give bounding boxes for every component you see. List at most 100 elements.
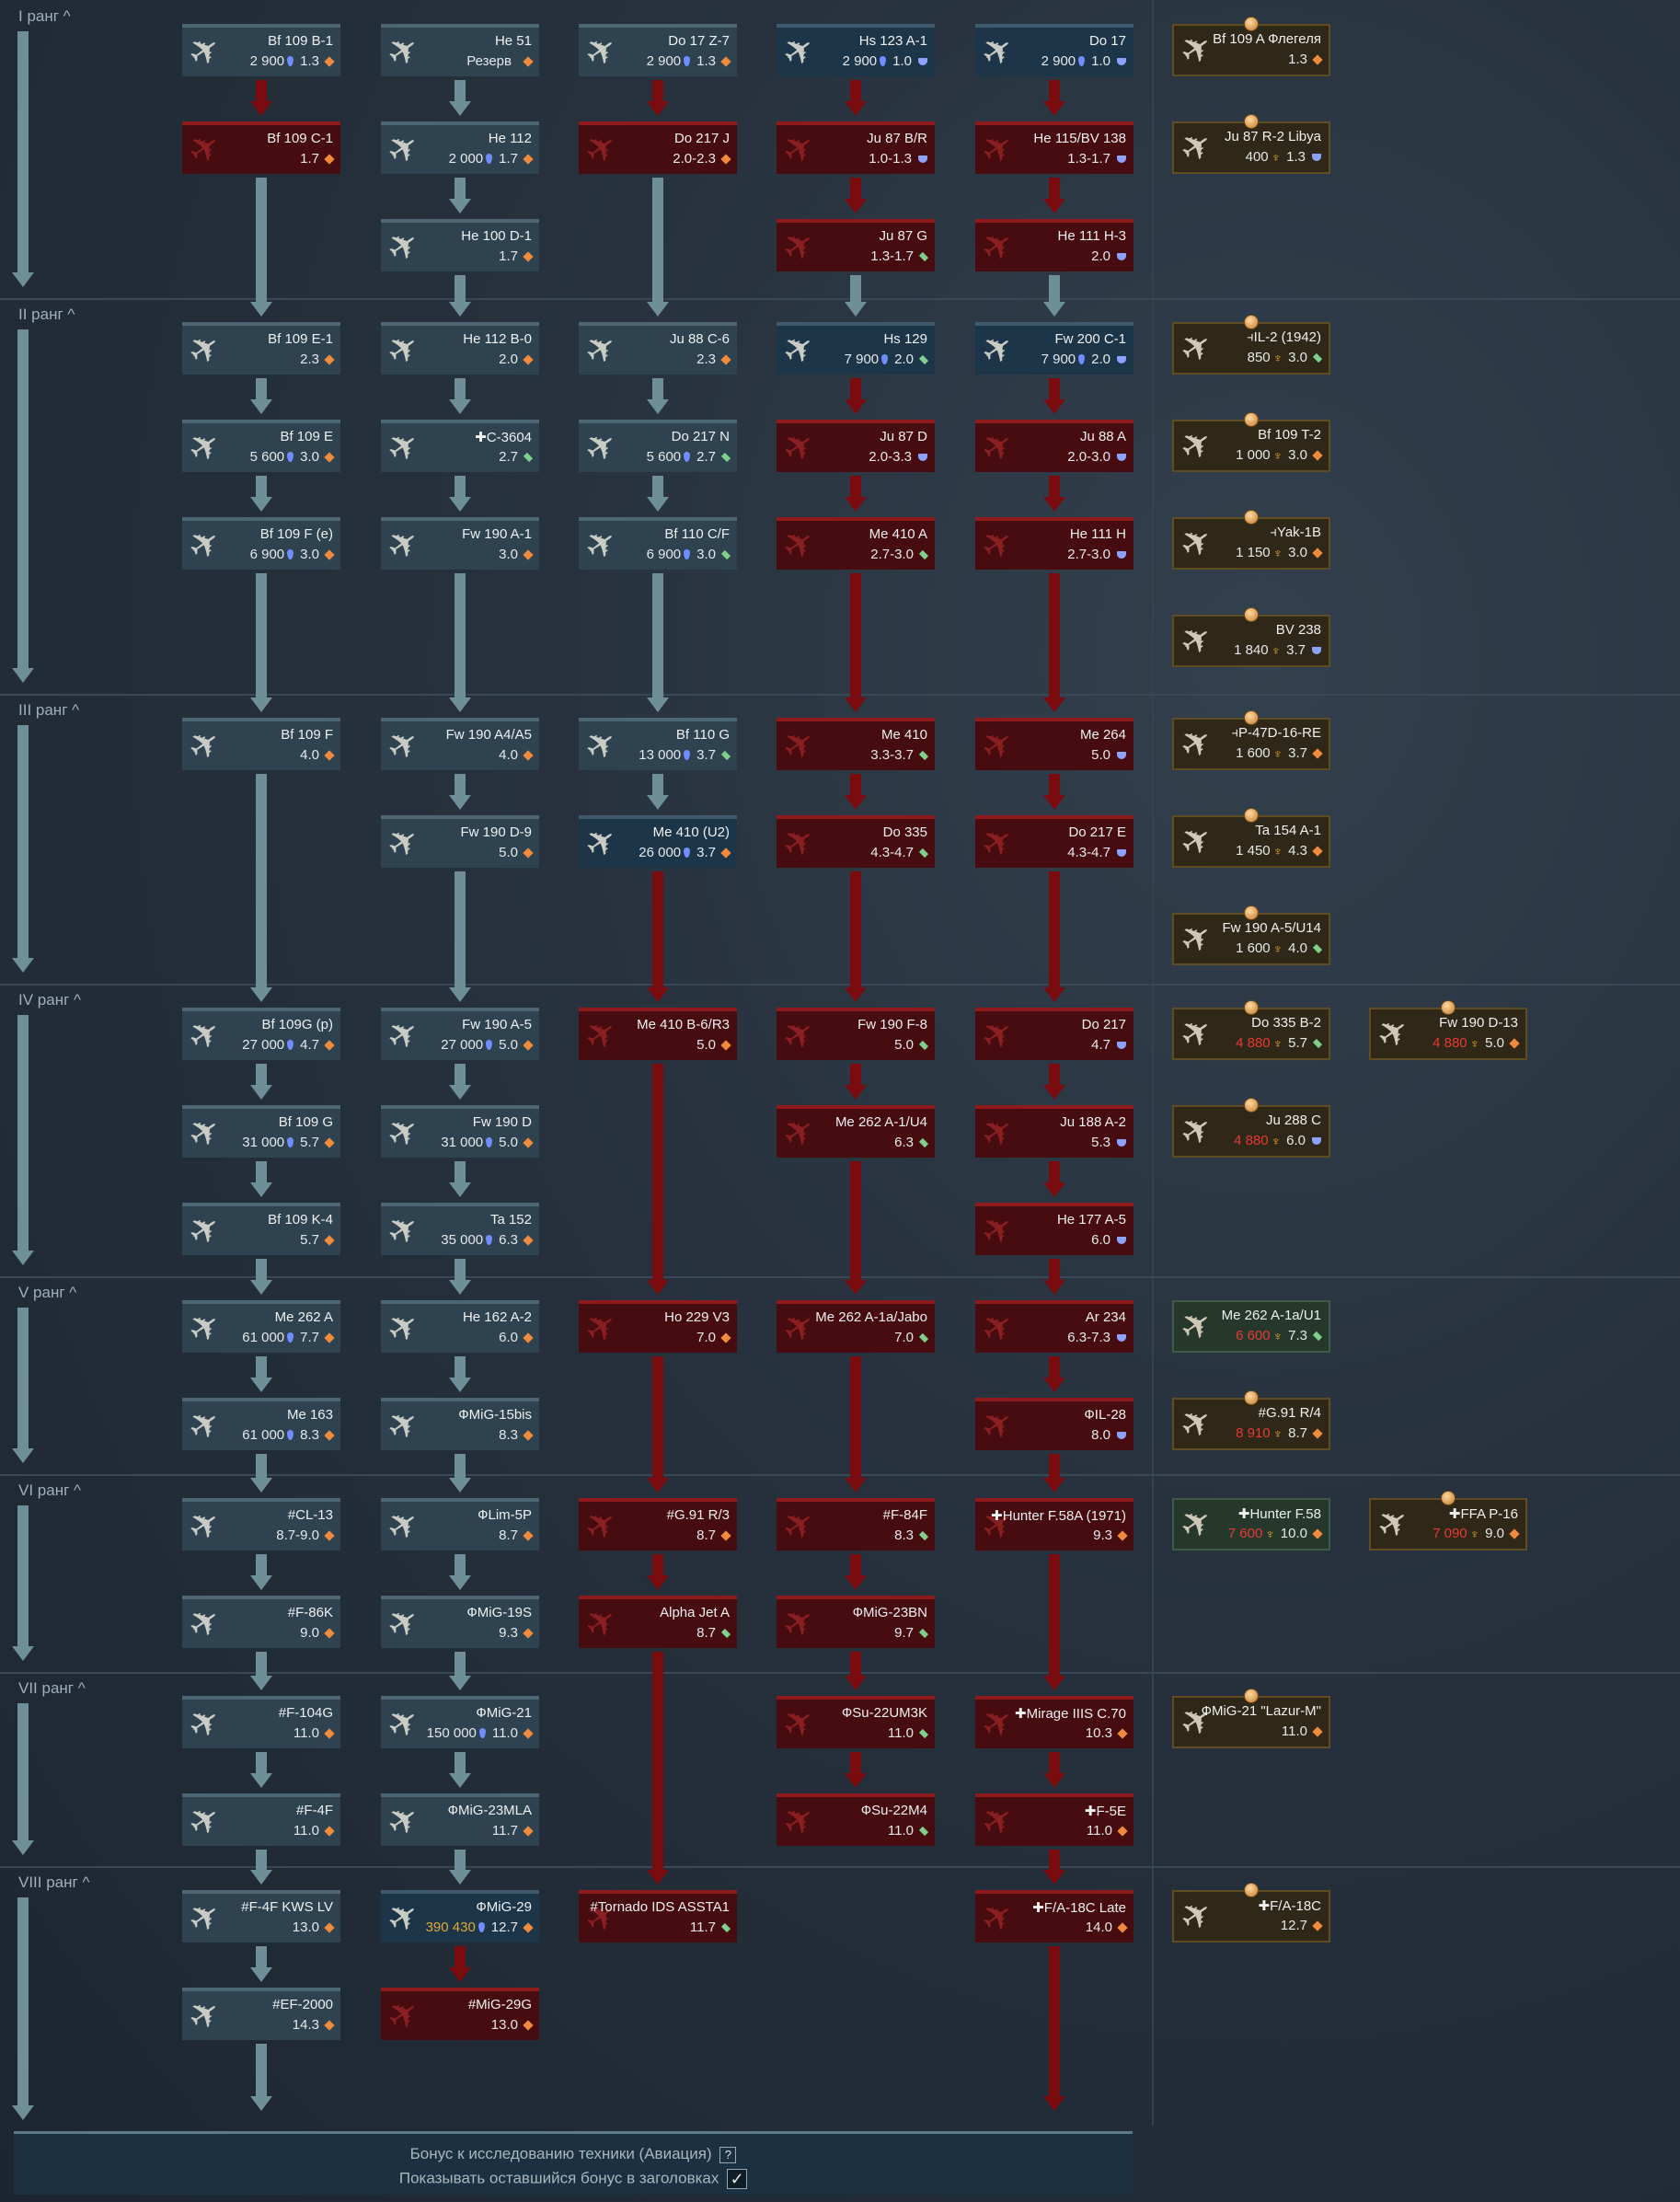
rank-label[interactable]: VIII ранг ^ bbox=[18, 1873, 90, 1891]
rank-label[interactable]: V ранг ^ bbox=[18, 1284, 77, 1301]
rank-label[interactable]: VII ранг ^ bbox=[18, 1679, 86, 1697]
rank-label[interactable]: VI ранг ^ bbox=[18, 1481, 81, 1499]
show-bonus-checkbox[interactable]: ✓ bbox=[727, 2169, 748, 2189]
rank-label[interactable]: I ранг ^ bbox=[18, 7, 71, 25]
rank-label[interactable]: III ранг ^ bbox=[18, 701, 80, 719]
vehicle-card[interactable]: ✈✚Hunter F.58A (1971)9.3 bbox=[973, 1498, 1133, 1551]
vehicle-card[interactable]: ✈ФMiG-21 "Lazur-M"11.0 bbox=[1172, 1689, 1330, 1748]
vehicle-card[interactable]: ✈⫞IL-2 (1942)850♆3.0 bbox=[1172, 315, 1330, 375]
bonus-checkbox-row[interactable]: Показывать оставшийся бонус в заголовках… bbox=[14, 2169, 1133, 2189]
rank-label[interactable]: II ранг ^ bbox=[18, 306, 75, 323]
rank-label[interactable]: IV ранг ^ bbox=[18, 991, 81, 1009]
